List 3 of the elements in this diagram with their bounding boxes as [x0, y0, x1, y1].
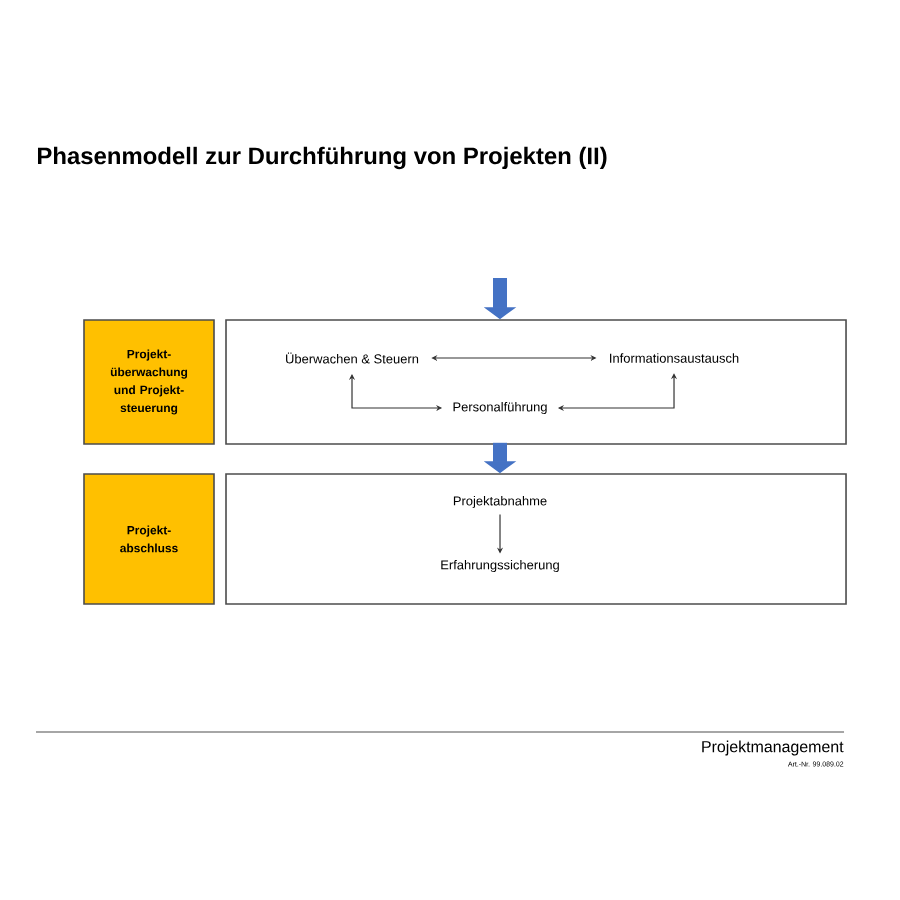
content-box: [225, 473, 847, 605]
content-box: [225, 319, 847, 445]
title: Phasenmodell zur Durchführung von Projekten (II): [38, 146, 607, 170]
